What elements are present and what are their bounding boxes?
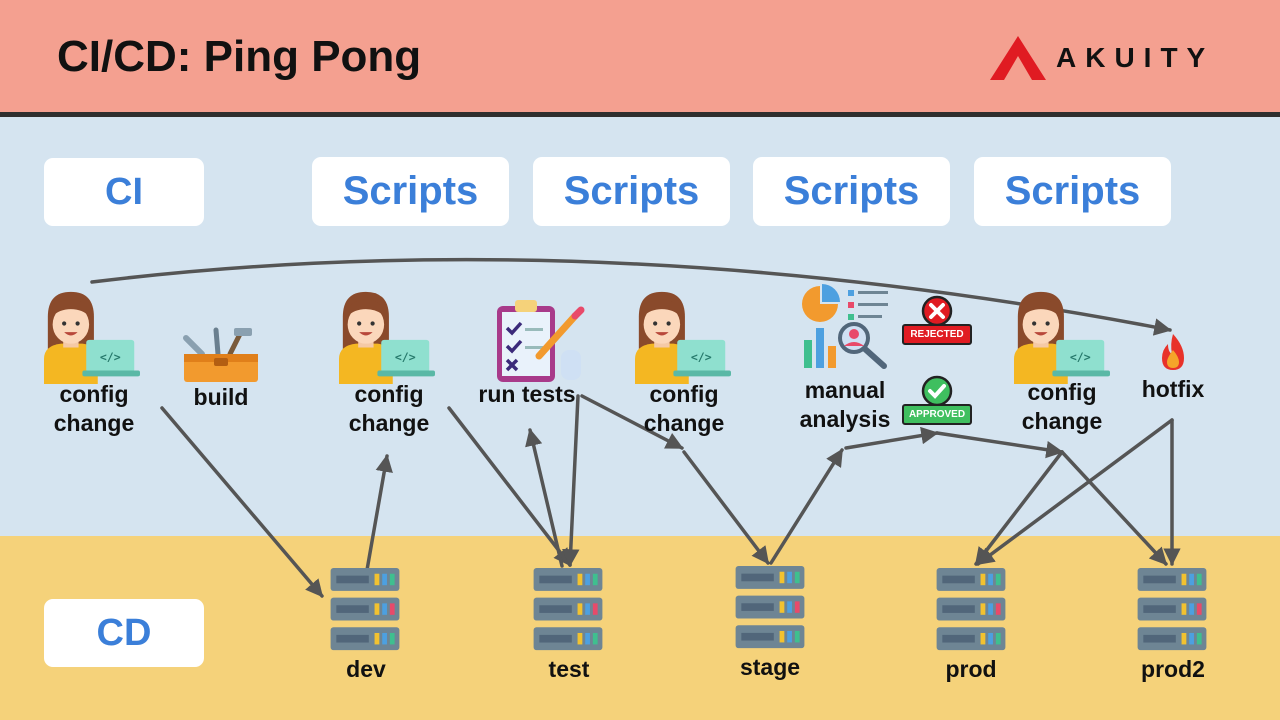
arrow-config3-stage	[682, 450, 770, 565]
arrow-hotfix-prod	[976, 418, 1174, 566]
scripts-label-2: Scripts	[533, 157, 730, 226]
header-divider	[0, 112, 1280, 117]
rejected-badge: REJECTED	[902, 294, 972, 346]
developer-icon-2	[339, 288, 435, 384]
checklist-icon	[497, 300, 585, 382]
akuity-logo-icon	[990, 36, 1046, 80]
arrow-approved-config4	[935, 431, 1064, 459]
arrow-test-runtests-a	[525, 428, 564, 568]
brand-logo: AKUITY	[988, 34, 1238, 84]
ci-lane-label: CI	[44, 158, 204, 226]
arrow-runtests-config3	[580, 394, 684, 450]
arrow-config2-test	[447, 406, 572, 567]
arrow-dev-config2	[365, 454, 393, 572]
approve-check-icon	[921, 375, 953, 407]
rejected-label: REJECTED	[902, 324, 972, 345]
env-label-dev: dev	[346, 656, 386, 682]
server-icon-stage	[730, 566, 810, 652]
env-label-prod2: prod2	[1141, 656, 1205, 682]
scripts-label-3: Scripts	[753, 157, 950, 226]
arrow-config4-prod	[974, 450, 1064, 566]
approved-label: APPROVED	[902, 404, 972, 425]
build-label: build	[193, 384, 249, 410]
developer-icon-3	[635, 288, 731, 384]
arrow-hotfix-loop	[90, 257, 1172, 336]
developer-icon-4	[1014, 288, 1110, 384]
cd-lane-label: CD	[44, 599, 204, 667]
arrow-config1-dev	[160, 406, 324, 598]
arrow-analysis-approved	[844, 426, 939, 450]
arrow-config4-prod2	[1060, 450, 1168, 566]
run-tests-label: run tests	[478, 381, 576, 407]
env-label-test: test	[548, 656, 590, 682]
server-icon-prod2	[1132, 568, 1212, 654]
server-icon-dev	[325, 568, 405, 654]
env-label-prod: prod	[945, 656, 997, 682]
cd-lane	[0, 536, 1280, 720]
reject-x-icon	[921, 295, 953, 327]
brand-name: AKUITY	[1056, 42, 1215, 73]
env-label-stage: stage	[739, 654, 801, 680]
server-icon-test	[528, 568, 608, 654]
arrow-stage-analysis	[769, 448, 844, 565]
fire-icon	[1162, 334, 1184, 370]
toolbox-icon	[183, 327, 258, 382]
scripts-label-4: Scripts	[974, 157, 1171, 226]
approved-badge: APPROVED	[902, 374, 972, 426]
analytics-icon	[802, 284, 888, 369]
developer-icon-1	[44, 288, 140, 384]
page-title: CI/CD: Ping Pong	[57, 32, 422, 81]
server-icon-prod	[931, 568, 1011, 654]
hotfix-label: hotfix	[1141, 376, 1205, 402]
arrow-runtests-test	[562, 394, 580, 567]
scripts-label-1: Scripts	[312, 157, 509, 226]
header-bar	[0, 0, 1280, 112]
